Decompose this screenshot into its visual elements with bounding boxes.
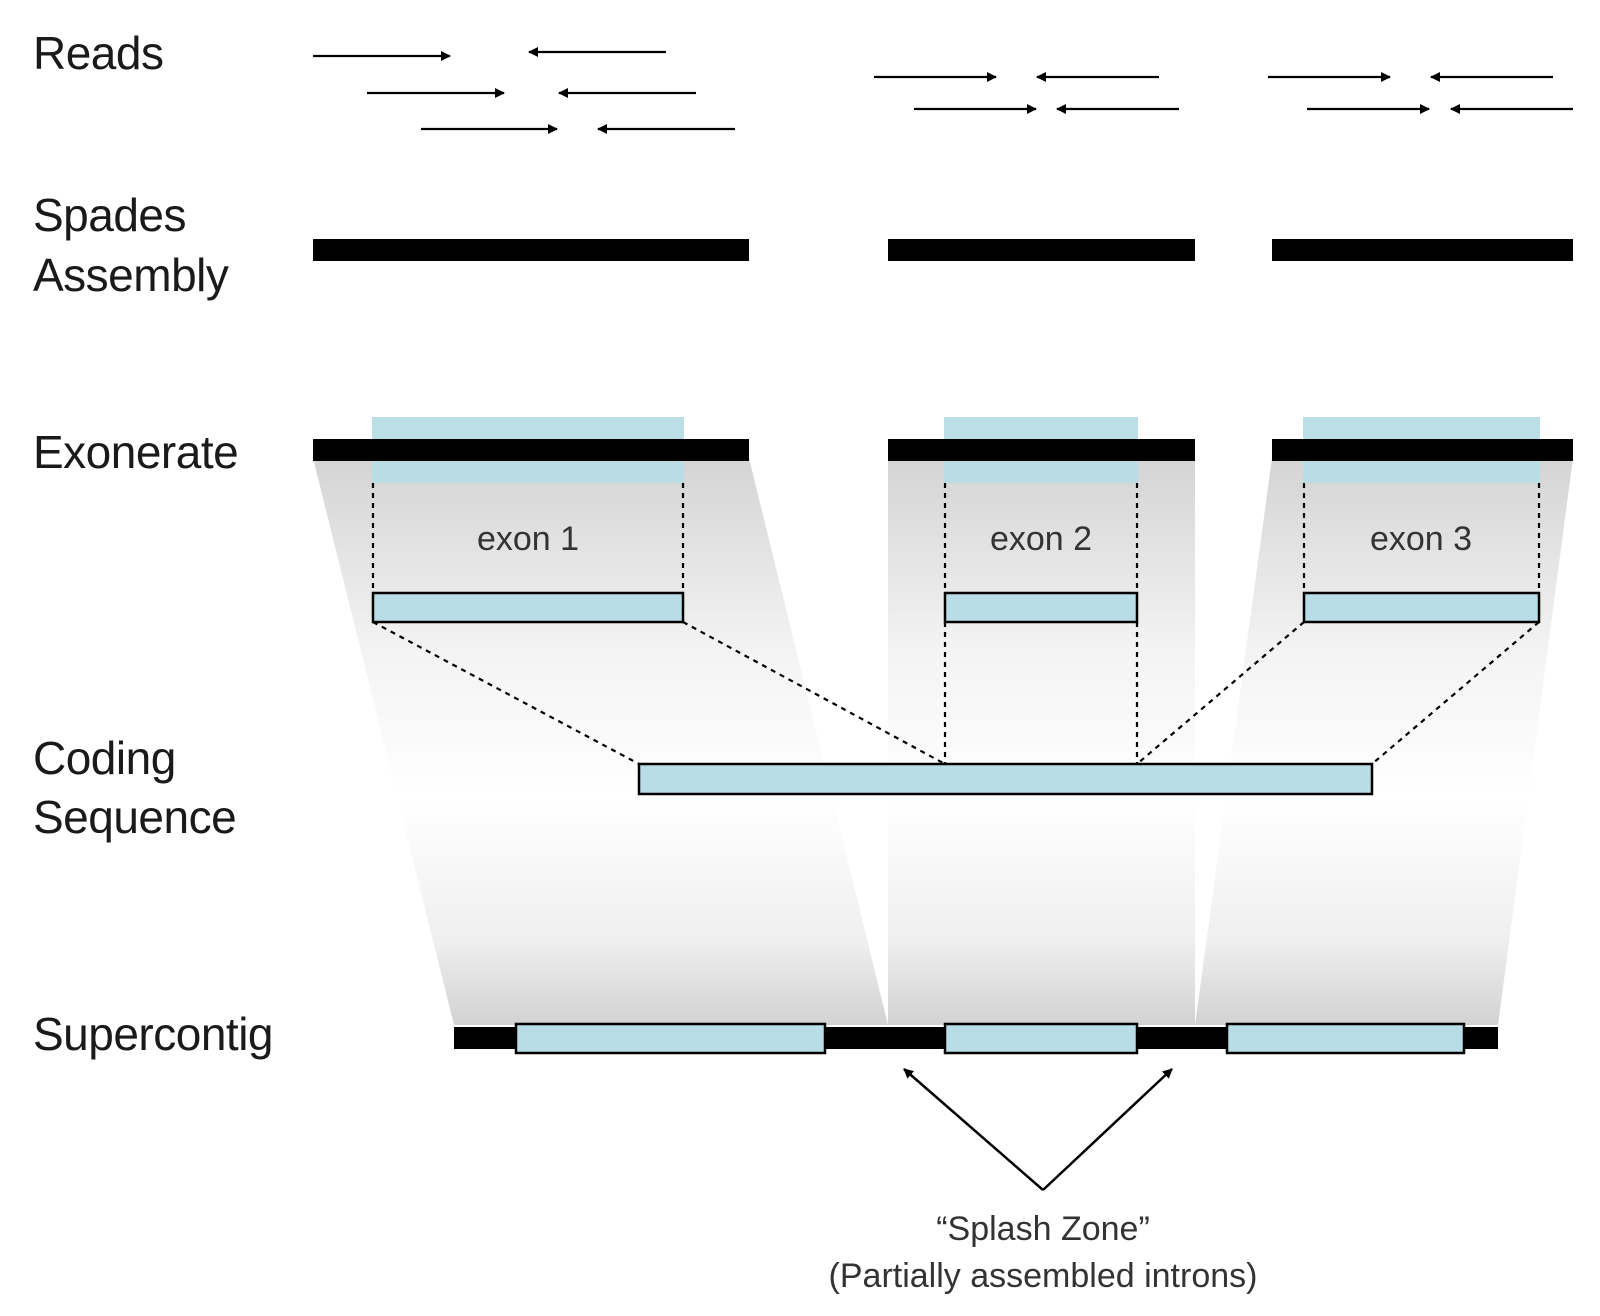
callout-arrow-left <box>903 1068 1044 1191</box>
exonerate-row <box>313 417 1573 483</box>
spades-contig-1 <box>313 239 749 261</box>
splash-zone-title: “Splash Zone” <box>936 1210 1150 1248</box>
guide-line <box>1371 621 1540 765</box>
exon-box-2 <box>943 591 1139 624</box>
coding-guides <box>372 621 1540 765</box>
spades-contig-3 <box>1272 239 1573 261</box>
coding-sequence-bar <box>637 762 1374 796</box>
guide-line <box>1136 621 1305 765</box>
reads-group <box>313 47 1573 134</box>
callout-arrow-right <box>1042 1068 1173 1191</box>
exon-box-3 <box>1302 591 1541 624</box>
splash-zone-callout <box>903 1068 1173 1191</box>
exon-guides <box>371 483 1541 593</box>
exonerate-contig-3 <box>1272 439 1573 461</box>
guide-line <box>372 621 640 765</box>
supercontig-exon-2 <box>943 1022 1139 1055</box>
projection-region-1 <box>313 458 888 1025</box>
splash-zone-subtitle: (Partially assembled introns) <box>829 1257 1258 1295</box>
exonerate-contig-1 <box>313 439 749 461</box>
row-label-spades-1: Spades <box>33 189 186 241</box>
supercontig-row <box>454 1022 1498 1055</box>
row-label-spades-2: Assembly <box>33 249 229 301</box>
supercontig-exon-3 <box>1225 1022 1466 1055</box>
spades-contig-2 <box>888 239 1195 261</box>
row-label-reads: Reads <box>33 27 163 79</box>
supercontig-exon-1 <box>514 1022 827 1055</box>
exon-box-1 <box>371 591 685 624</box>
row-label-supercontig: Supercontig <box>33 1008 273 1060</box>
exon-label-1: exon 1 <box>477 520 579 558</box>
spades-contigs <box>313 239 1573 261</box>
row-label-exonerate: Exonerate <box>33 426 238 478</box>
row-label-coding-1: Coding <box>33 732 176 784</box>
exon-label-3: exon 3 <box>1370 520 1472 558</box>
exonerate-contig-2 <box>888 439 1195 461</box>
exon-label-2: exon 2 <box>990 520 1092 558</box>
row-label-coding-2: Sequence <box>33 791 236 843</box>
